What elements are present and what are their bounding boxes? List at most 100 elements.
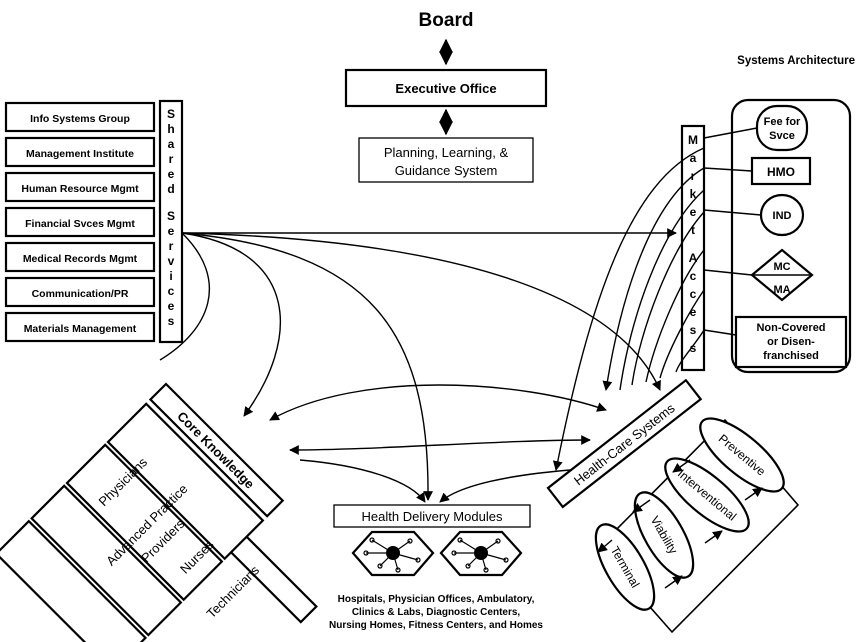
market-access-letter: e <box>690 305 697 319</box>
shared-services-letter: r <box>169 239 174 253</box>
service-medical-records: Medical Records Mgmt <box>23 253 138 265</box>
shared-services-label-box <box>158 99 184 344</box>
ma-label: MA <box>773 284 790 296</box>
payer-hmo: HMO <box>750 156 812 186</box>
ss-to-left-curve <box>159 232 210 361</box>
ss-to-hcs-curve <box>181 232 661 391</box>
cycle-arrow <box>704 530 723 544</box>
market-access-letter: e <box>690 205 697 219</box>
network-spokes <box>451 537 509 573</box>
core-hcs-connections <box>269 384 607 503</box>
delivery-hex-left <box>351 530 435 577</box>
health-care-systems-box <box>546 378 703 509</box>
core-knowledge-panels: Core Knowledge <box>0 382 285 642</box>
service-box <box>4 276 156 308</box>
payer-mc-ma: MC MA <box>750 248 814 302</box>
service-communication: Communication/PR <box>32 288 129 300</box>
shared-services-list: Info Systems Group Management Institute … <box>4 101 156 343</box>
executive-office-label: Executive Office <box>395 81 496 96</box>
market-curve <box>631 211 705 386</box>
market-access-letter: a <box>690 151 697 165</box>
connector <box>703 329 737 336</box>
service-materials: Materials Management <box>24 323 137 335</box>
delivery-caption-line3: Nursing Homes, Fitness Centers, and Home… <box>329 620 543 631</box>
service-financial: Financial Svces Mgmt <box>25 218 135 230</box>
shared-services-letter: c <box>168 284 175 298</box>
fee-for-service-line1: Fee for <box>764 116 801 128</box>
payer-non-covered: Non-Covered or Disen- franchised <box>734 315 848 369</box>
shared-services-letter: i <box>169 269 172 283</box>
viability-ellipse <box>633 491 695 579</box>
service-box <box>4 101 156 133</box>
advanced-practice-box <box>65 443 224 602</box>
cycle-arrow <box>632 499 651 513</box>
non-covered-line1: Non-Covered <box>756 322 825 334</box>
connector <box>703 167 753 172</box>
fee-for-service-box <box>755 104 809 152</box>
service-box <box>4 171 156 203</box>
market-access-letter: A <box>689 251 698 265</box>
board-title: Board <box>419 10 474 31</box>
interventional-ellipse <box>664 457 750 533</box>
hmo-box <box>750 156 812 186</box>
market-curve <box>602 167 705 391</box>
terminal-ellipse <box>594 523 656 611</box>
non-covered-line3: franchised <box>763 350 819 362</box>
shared-services-letter: r <box>169 152 174 166</box>
service-box <box>4 311 156 343</box>
core-hcs-arc <box>289 435 591 455</box>
service-box <box>4 136 156 168</box>
payer-ind: IND <box>759 193 805 237</box>
market-access-letter: c <box>690 287 697 301</box>
mc-label: MC <box>773 261 790 273</box>
market-curve <box>659 289 705 379</box>
delivery-hex-right <box>439 530 523 577</box>
network-spokes <box>363 537 421 573</box>
cycle-arrow <box>744 487 763 501</box>
market-access-letter: s <box>690 323 697 337</box>
shared-services-letter: h <box>167 122 174 136</box>
market-access-letter: M <box>688 133 698 147</box>
ss-to-core-curve <box>181 232 281 417</box>
core-knowledge-title-box <box>148 382 285 518</box>
core-delivery-arc <box>299 459 426 503</box>
market-curve <box>619 189 705 391</box>
systems-architecture-label: Systems Architecture <box>737 55 855 67</box>
hmo-label: HMO <box>767 165 795 179</box>
service-info-systems: Info Systems Group <box>30 113 130 125</box>
shared-services-letter: S <box>167 107 175 121</box>
payer-market-connectors <box>703 127 762 336</box>
delivery-caption-line2: Clinics & Labs, Diagnostic Centers, <box>352 607 521 618</box>
connector <box>703 209 762 216</box>
ind-label: IND <box>773 210 792 222</box>
executive-office-box <box>344 68 548 108</box>
non-covered-box <box>734 315 848 369</box>
health-delivery-title: Health Delivery Modules <box>362 509 503 524</box>
hcs-delivery-arc <box>439 469 571 503</box>
service-management-institute: Management Institute <box>26 148 134 160</box>
cycle-arrow <box>672 459 691 473</box>
planning-system-line1: Planning, Learning, & <box>384 145 509 160</box>
service-box <box>4 206 156 238</box>
connector <box>703 127 758 139</box>
market-access-letter: t <box>691 223 695 237</box>
market-access-letter: s <box>690 341 697 355</box>
shared-services-letter: a <box>168 137 175 151</box>
core-hcs-arc <box>269 384 607 421</box>
health-care-systems-label: Health-Care Systems <box>571 400 678 488</box>
cycle-arrow <box>597 539 613 553</box>
shared-services-letter: S <box>167 209 175 223</box>
shared-services-letter: e <box>168 299 175 313</box>
connector <box>703 269 753 276</box>
market-access-letter: k <box>690 187 697 201</box>
shared-services-vertical-label: S h a r e d S e r v i c e s <box>167 107 175 328</box>
cycle-arrow <box>664 575 683 589</box>
shared-services-letter: s <box>168 314 175 328</box>
health-delivery-box <box>333 504 531 528</box>
delivery-caption-line1: Hospitals, Physician Offices, Ambulatory… <box>338 594 535 605</box>
shared-services-letter: e <box>168 224 175 238</box>
payer-fee-for-service: Fee for Svce <box>755 104 809 152</box>
fee-for-service-line2: Svce <box>769 130 795 142</box>
